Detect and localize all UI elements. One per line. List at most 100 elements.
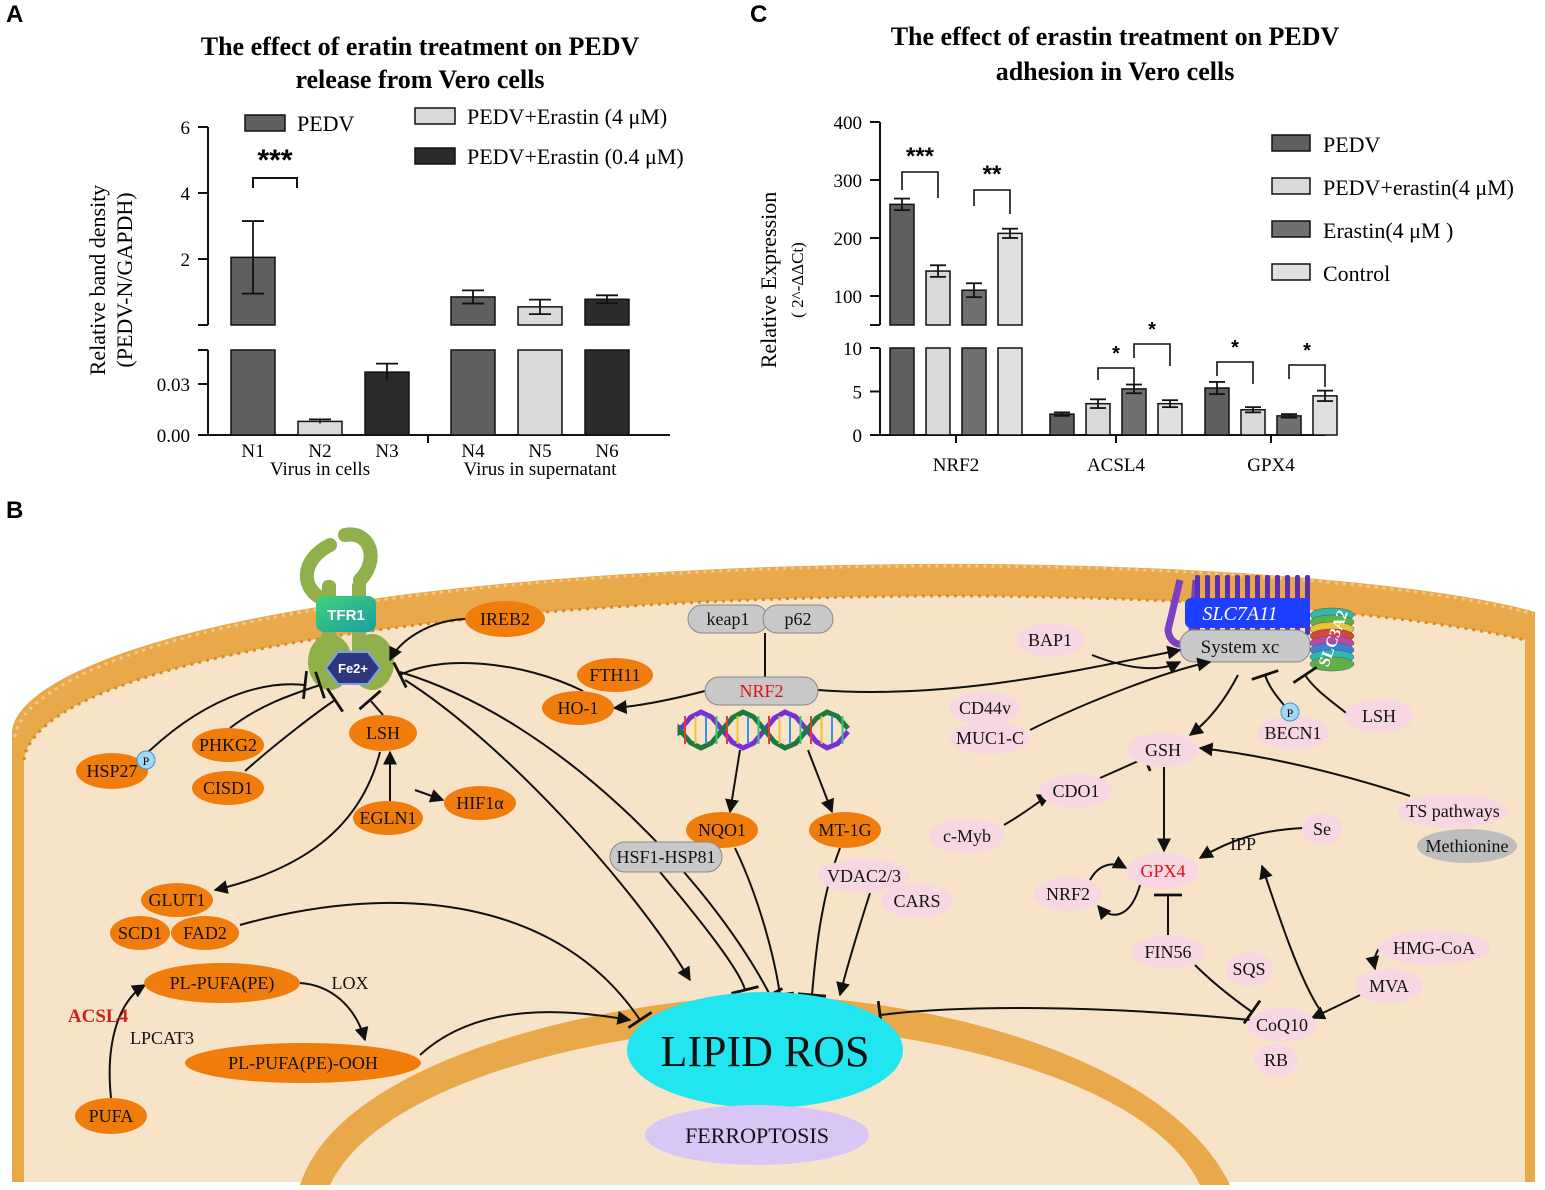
node-becn1: BECN1: [1264, 723, 1321, 743]
node-cd44v-shape: [949, 692, 1021, 724]
a-ytick-label: 6: [181, 118, 191, 139]
c-legend-label: PEDV+erastin(4 μM): [1323, 175, 1514, 200]
edge-muc1c-slc: [1029, 657, 1212, 731]
lipid-ros-label: LIPID ROS: [660, 1027, 869, 1076]
edge-vdac-ros: [836, 892, 871, 997]
edge-ireb2-tfr1: [389, 618, 467, 662]
c-ytick-label: 5: [853, 383, 863, 404]
edge-bap1-slc: [1091, 654, 1182, 674]
panel-a-ylabel-line2: (PEDV-N/GAPDH): [112, 192, 137, 367]
ferroptosis-shape: [645, 1105, 869, 1165]
node-mva: MVA: [1369, 976, 1409, 996]
a-bar-N4: [450, 349, 496, 436]
c-sig-label: *: [1303, 340, 1311, 362]
hsp27-phospho-icon: [136, 750, 156, 770]
c-legend-swatch: [1271, 134, 1311, 152]
edge-lsh-tfr1: [358, 689, 384, 716]
node-p62-shape: [762, 604, 834, 634]
node-bap1: BAP1: [1028, 630, 1072, 650]
a-bar-N5: [517, 349, 563, 436]
a-ytick-label: 4: [181, 184, 191, 205]
node-ho1-shape: [542, 691, 614, 725]
c-xtick-label: NRF2: [933, 455, 979, 476]
node-gpx4: GPX4: [1140, 861, 1185, 881]
c-sig-label: **: [983, 161, 1002, 188]
a-legend-swatch: [244, 114, 286, 132]
node-hif1a-shape: [444, 786, 516, 820]
node-coq10-shape: [1248, 1008, 1316, 1042]
node-se: Se: [1313, 819, 1331, 839]
node-hsf1-shape: [609, 841, 723, 873]
node-gpx4-shape: [1127, 853, 1199, 889]
edge-tfr1-ros: [404, 679, 691, 982]
panel-a-letter: A: [6, 1, 23, 28]
node-ts-shape: [1398, 794, 1508, 828]
node-nqo1-shape: [686, 812, 758, 848]
node-cars: CARS: [893, 891, 940, 911]
c-xtick-label: ACSL4: [1087, 455, 1146, 476]
a-legend-label: PEDV+Erastin (4 μM): [467, 104, 667, 129]
c-bar-ACSL4: [1121, 388, 1147, 436]
node-plpufaooh-shape: [185, 1043, 421, 1083]
c-bar-NRF2: [925, 270, 951, 326]
c-sig-bracket: [1288, 364, 1326, 387]
a-legend-swatch: [414, 107, 456, 125]
a-group-label: Virus in supernatant: [464, 459, 618, 480]
node-pufa-shape: [75, 1098, 147, 1134]
slc7a11-label: SLC7A11: [1202, 603, 1277, 625]
node-se-shape: [1302, 813, 1342, 845]
edge-fad2-ros: [239, 901, 653, 1029]
a-xtick-label: N6: [595, 441, 618, 462]
edge-coq10-ipp: [1259, 864, 1321, 1011]
edge-mva-coq10: [1310, 994, 1361, 1020]
becn1-phospho-icon: [1280, 702, 1300, 722]
edge-ts-gsh: [1198, 742, 1411, 797]
panel-b-diagram: B TFR1 Fe2+ SLC7A11 System xc: [6, 497, 1536, 1185]
node-pufa: PUFA: [89, 1106, 134, 1126]
panel-a-title-line1: The effect of eratin treatment on PEDV: [201, 32, 640, 61]
c-legend-label: PEDV: [1323, 132, 1381, 157]
node-hsp27-shape: [76, 753, 148, 789]
ferroptosis-label: FERROPTOSIS: [685, 1123, 829, 1148]
a-group-label: Virus in cells: [270, 459, 370, 480]
a-ytick-label: 0.00: [157, 426, 190, 447]
c-sig-bracket: [901, 171, 939, 198]
node-hmgcoa-shape: [1378, 931, 1490, 965]
panel-c-ylabel: Relative Expression: [756, 192, 781, 369]
node-vdac: VDAC2/3: [827, 866, 901, 886]
lipid-ros-shape: [627, 992, 903, 1108]
node-keap1: keap1: [707, 609, 750, 629]
node-coq10: CoQ10: [1256, 1015, 1308, 1035]
c-legend-label: Control: [1323, 261, 1390, 286]
c-bar-NRF2: [889, 203, 915, 326]
a-sig-label: ***: [257, 144, 292, 177]
slc3a2-ring: [1309, 656, 1355, 672]
node-lsh_right-shape: [1345, 699, 1413, 733]
node-plpufaooh: PL-PUFA(PE)-OOH: [228, 1053, 378, 1074]
a-legend-label: PEDV+Erastin (0.4 μM): [467, 144, 684, 169]
node-cars-shape: [881, 884, 953, 918]
edge-nrf2-mt1g: [807, 749, 834, 814]
system-xc-label: System xc: [1201, 637, 1280, 658]
node-cdo1: CDO1: [1052, 781, 1099, 801]
label-ipp: IPP: [1230, 834, 1256, 854]
c-ytick-label: 300: [834, 171, 863, 192]
c-sig-bracket: [1133, 343, 1171, 366]
node-nqo1: NQO1: [698, 820, 746, 840]
c-bar-GPX4: [1276, 415, 1302, 436]
a-xtick-label: N4: [461, 441, 485, 462]
panel-a-title-line2: release from Vero cells: [295, 65, 544, 94]
node-egln1: EGLN1: [360, 808, 417, 828]
a-ytick-label: 0.03: [157, 375, 190, 396]
edge-hsf1-ros: [659, 871, 759, 995]
node-ireb2-shape: [465, 601, 545, 637]
a-xtick-label: N5: [528, 441, 551, 462]
a-xtick-label: N1: [241, 441, 264, 462]
node-nrf2_center-shape: [704, 676, 819, 706]
node-cd44v: CD44v: [959, 698, 1011, 718]
node-hsf1: HSF1-HSP81: [616, 847, 715, 867]
node-hsp27: HSP27: [86, 761, 137, 781]
edge-nrf2-ho1: [612, 690, 706, 715]
node-rb: RB: [1264, 1050, 1288, 1070]
